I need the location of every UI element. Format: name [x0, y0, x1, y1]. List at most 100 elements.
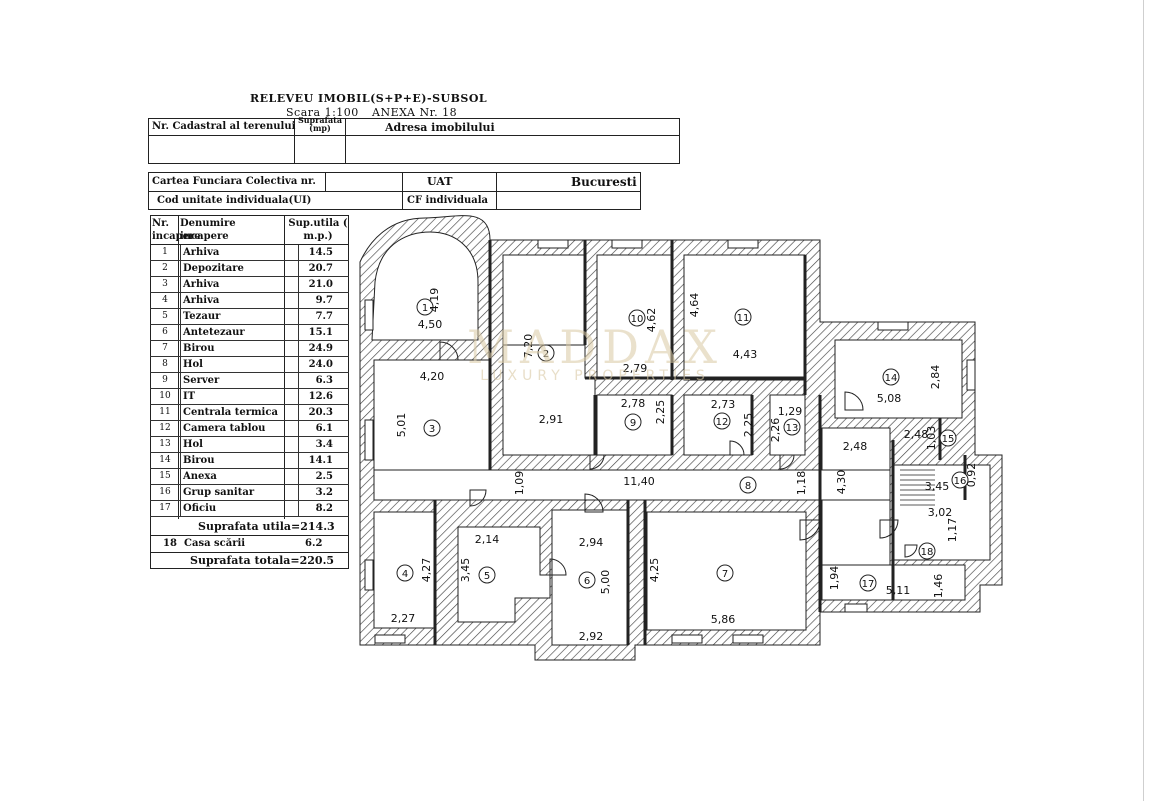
dimension-label: 2,25 [742, 413, 755, 438]
room-row-name: Grup sanitar [180, 484, 299, 501]
area-header: Suprafata (mp) [297, 115, 343, 133]
dimension-label: 4,25 [648, 558, 661, 583]
uat-label: UAT [427, 175, 453, 188]
room-row-nr: 14 [150, 452, 181, 469]
dimension-label: 1,29 [778, 405, 803, 418]
room-number-label: 2 [543, 349, 549, 360]
door-swing [879, 519, 899, 539]
room-row-area: 3.4 [297, 436, 349, 453]
room-row-nr: 9 [150, 372, 181, 389]
cod-ui-label: Cod unitate individuala(UI) [157, 195, 312, 206]
room-row-area: 7.7 [297, 308, 349, 325]
room-row-name: Arhiva [180, 276, 299, 293]
room-row-name: Oficiu [180, 500, 299, 517]
window [364, 559, 374, 591]
rooms-header-name: Denumire incapere [180, 218, 236, 242]
document-title: RELEVEU IMOBIL(S+P+E)-SUBSOL [250, 92, 488, 105]
room-number-label: 11 [737, 313, 750, 324]
room-number-circle [739, 476, 757, 494]
room-number-circle [783, 418, 801, 436]
plan-doors [439, 341, 918, 576]
room-row-name: Anexa [180, 468, 299, 485]
door-swing [799, 519, 821, 541]
room-row-nr: 11 [150, 404, 181, 421]
dimension-label: 4,27 [420, 558, 433, 583]
window [364, 419, 374, 461]
room-number-circle [859, 574, 877, 592]
stair-row-area: 6.2 [305, 538, 323, 549]
room-number-label: 18 [921, 547, 934, 558]
room-number-circle [396, 564, 414, 582]
door-swing [729, 440, 745, 456]
room-row-area: 24.0 [297, 356, 349, 373]
window [844, 603, 868, 613]
room-row-name: Hol [180, 356, 299, 373]
subtotal-label: Suprafata utila=214.3 [198, 520, 335, 533]
room-number-label: 6 [584, 576, 590, 587]
room-number-label: 5 [484, 571, 490, 582]
dimension-label: 2,27 [391, 612, 416, 625]
room-area [502, 344, 596, 456]
door-swing [549, 558, 567, 576]
dimension-label: 1,09 [513, 471, 526, 496]
room-row-nr: 13 [150, 436, 181, 453]
room-row-area: 2.5 [297, 468, 349, 485]
room-number-label: 8 [745, 481, 751, 492]
room-number-label: 15 [942, 434, 955, 445]
room-row-area: 20.3 [297, 404, 349, 421]
room-number-circle [624, 413, 642, 431]
dimension-label: 4,62 [645, 308, 658, 333]
dimension-label: 1,46 [932, 574, 945, 599]
cadastral-number-header: Nr. Cadastral al terenului [152, 121, 296, 132]
window [727, 239, 759, 249]
room-number-circle [918, 542, 936, 560]
room-row-name: Arhiva [180, 292, 299, 309]
room-number-label: 17 [862, 579, 875, 590]
room-number-label: 10 [631, 314, 644, 325]
page-edge-line [1143, 0, 1144, 801]
room-row-name: Tezaur [180, 308, 299, 325]
room-number-circle [951, 471, 969, 489]
room-number-label: 14 [885, 373, 898, 384]
window [966, 359, 976, 391]
room-number-circle [734, 308, 752, 326]
dimension-label: 2,14 [475, 533, 500, 546]
dimension-label: 4,19 [428, 288, 441, 313]
room-area [457, 526, 551, 623]
room-row-nr: 8 [150, 356, 181, 373]
dimension-label: 2,92 [579, 630, 604, 643]
room-row-nr: 7 [150, 340, 181, 357]
door-swing [779, 454, 795, 470]
address-header: Adresa imobilului [385, 121, 495, 134]
room-row-area: 24.9 [297, 340, 349, 357]
room-number-label: 3 [429, 424, 435, 435]
room-number-circle [713, 412, 731, 430]
room-row-name: Birou [180, 452, 299, 469]
dimension-label: 3,45 [925, 480, 950, 493]
room-row-name: Centrala termica [180, 404, 299, 421]
room-row-area: 20.7 [297, 260, 349, 277]
room-number-circle [628, 309, 646, 327]
rooms-header-nr: Nr. incapere [152, 218, 201, 242]
dimension-label: 2,73 [711, 398, 736, 411]
room-row-nr: 2 [150, 260, 181, 277]
door-swing [469, 489, 487, 507]
room-area [371, 231, 479, 341]
annex-label: ANEXA Nr. 18 [372, 106, 458, 119]
room-row-nr: 4 [150, 292, 181, 309]
dimension-label: 3,02 [928, 506, 953, 519]
dimension-label: 4,20 [420, 370, 445, 383]
dimension-label: 2,79 [623, 362, 648, 375]
rooms-header-area: Sup.utila ( m.p.) [288, 218, 348, 242]
cadastral-table: Nr. Cadastral al terenului Suprafata (mp… [148, 115, 680, 164]
